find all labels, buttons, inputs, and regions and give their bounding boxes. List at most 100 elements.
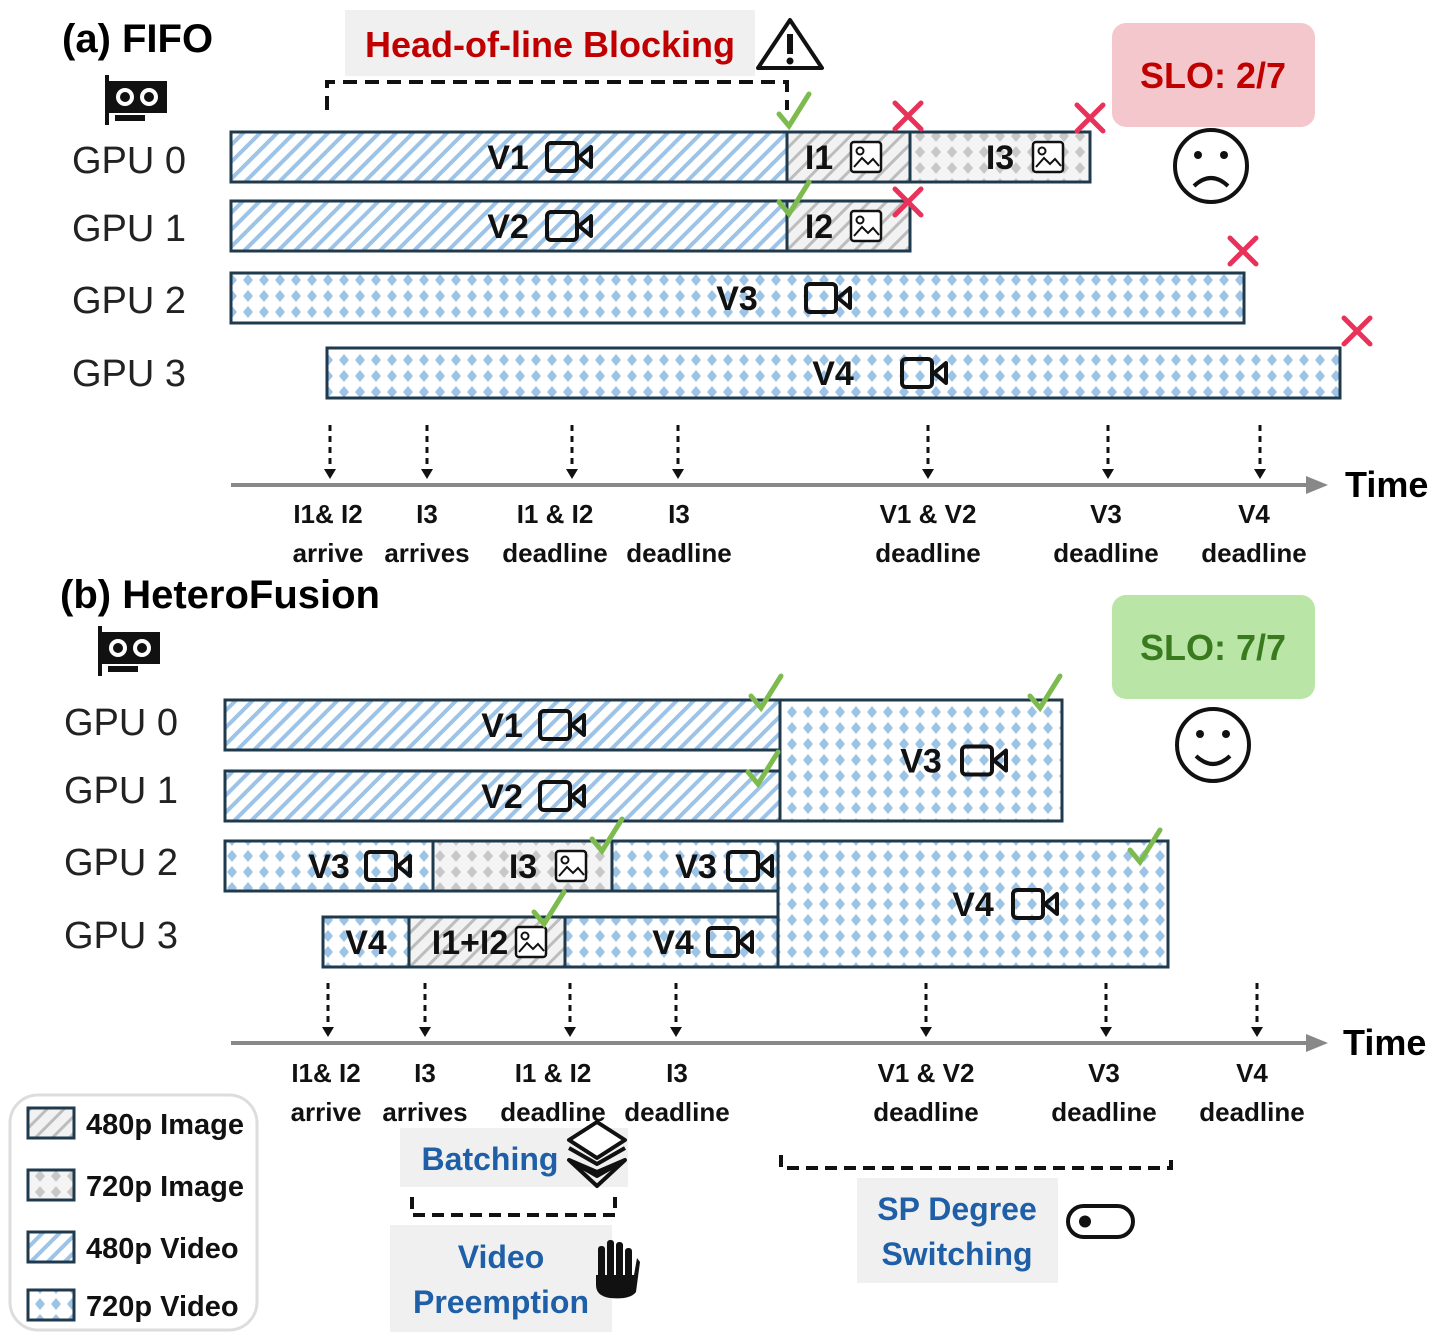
hand-stop-icon bbox=[596, 1240, 640, 1299]
event-arrow-icon bbox=[564, 1027, 576, 1037]
event-arrow-icon bbox=[1100, 1027, 1112, 1037]
image-icon bbox=[514, 925, 548, 959]
task-label: V4 bbox=[812, 355, 854, 393]
event-label: I3 bbox=[666, 1058, 688, 1088]
legend-label: 720p Video bbox=[86, 1291, 239, 1323]
video-camera-icon bbox=[804, 282, 852, 314]
cross-icon bbox=[892, 100, 924, 132]
gpu-label: GPU 2 bbox=[72, 280, 186, 322]
image-icon bbox=[849, 209, 883, 243]
event-label: V1 & V2 bbox=[880, 499, 977, 529]
legend-label: 480p Video bbox=[86, 1233, 239, 1265]
slo-badge-fifo bbox=[1112, 23, 1315, 127]
video-camera-icon bbox=[364, 850, 412, 882]
gpu-label: GPU 1 bbox=[72, 208, 186, 250]
gpu-label: GPU 0 bbox=[72, 140, 186, 182]
task-bar: V1 bbox=[223, 698, 782, 752]
check-icon bbox=[1127, 827, 1163, 867]
task-bar: V3 bbox=[610, 839, 780, 893]
legend-item: 480p Video bbox=[26, 1230, 239, 1265]
event-label: deadline bbox=[1051, 1097, 1156, 1127]
sp-label-2: Switching bbox=[881, 1236, 1032, 1272]
event-label: I1 & I2 bbox=[517, 499, 594, 529]
smile-face-icon bbox=[1175, 707, 1251, 783]
task-label: V1 bbox=[481, 707, 523, 745]
preemption-box bbox=[390, 1225, 612, 1332]
event-arrow-icon bbox=[419, 1027, 431, 1037]
event-label: I3 bbox=[668, 499, 690, 529]
task-bar: V1 bbox=[229, 130, 789, 184]
warning-icon bbox=[756, 18, 824, 70]
legend-swatch bbox=[26, 1168, 76, 1202]
event-arrow-icon bbox=[670, 1027, 682, 1037]
task-bar: V4 bbox=[776, 839, 1170, 969]
axis-label: Time bbox=[1345, 464, 1428, 505]
event-arrow-icon bbox=[324, 469, 336, 479]
event-arrow-icon bbox=[566, 469, 578, 479]
legend-item: 720p Video bbox=[26, 1288, 239, 1323]
event-label: arrives bbox=[382, 1097, 467, 1127]
event-label: deadline bbox=[1053, 538, 1158, 568]
legend-swatch bbox=[26, 1288, 76, 1322]
event-label: I1& I2 bbox=[293, 499, 362, 529]
layers-icon bbox=[567, 1120, 627, 1188]
task-label: V4 bbox=[345, 924, 387, 962]
check-icon bbox=[589, 816, 625, 856]
task-bar: I3 bbox=[431, 839, 614, 893]
event-label: deadline bbox=[624, 1097, 729, 1127]
task-label: I2 bbox=[805, 208, 833, 246]
task-label: V3 bbox=[308, 848, 350, 886]
sp-label-1: SP Degree bbox=[877, 1191, 1037, 1227]
hol-callout-text: Head-of-line Blocking bbox=[365, 24, 735, 65]
event-label: deadline bbox=[626, 538, 731, 568]
cross-icon bbox=[1074, 102, 1106, 134]
cross-icon bbox=[1341, 315, 1373, 347]
task-label: V3 bbox=[716, 280, 758, 318]
hol-callout-box bbox=[345, 10, 755, 76]
event-label: deadline bbox=[1201, 538, 1306, 568]
image-icon bbox=[849, 140, 883, 174]
task-bar: V4 bbox=[563, 915, 780, 969]
task-label: V2 bbox=[487, 208, 529, 246]
event-label: I1& I2 bbox=[291, 1058, 360, 1088]
event-label: arrives bbox=[384, 538, 469, 568]
task-label: V3 bbox=[675, 848, 717, 886]
task-label: V4 bbox=[952, 886, 994, 924]
image-icon bbox=[554, 849, 588, 883]
task-label: V1 bbox=[487, 139, 529, 177]
gpu-card-icon bbox=[105, 75, 167, 125]
event-arrow-icon bbox=[421, 469, 433, 479]
fifo-title: (a) FIFO bbox=[62, 17, 213, 61]
event-label: arrive bbox=[293, 538, 364, 568]
legend-item: 480p Image bbox=[26, 1106, 244, 1141]
event-arrow-icon bbox=[322, 1027, 334, 1037]
event-label: deadline bbox=[873, 1097, 978, 1127]
event-arrow-icon bbox=[1102, 469, 1114, 479]
axis-label: Time bbox=[1343, 1022, 1426, 1063]
event-arrow-icon bbox=[672, 469, 684, 479]
cross-icon bbox=[892, 186, 924, 218]
video-camera-icon bbox=[960, 744, 1008, 777]
video-camera-icon bbox=[538, 780, 586, 812]
preemption-label-2: Preemption bbox=[413, 1284, 589, 1320]
event-label: I3 bbox=[416, 499, 438, 529]
event-arrow-icon bbox=[1251, 1027, 1263, 1037]
batching-label: Batching bbox=[422, 1141, 559, 1177]
video-camera-icon bbox=[545, 210, 593, 242]
event-arrow-icon bbox=[1254, 469, 1266, 479]
event-label: deadline bbox=[502, 538, 607, 568]
gpu-label: GPU 1 bbox=[64, 770, 178, 812]
task-label: I1+I2 bbox=[432, 924, 509, 962]
slo-text-fifo: SLO: 2/7 bbox=[1140, 55, 1286, 96]
legend-label: 720p Image bbox=[86, 1171, 244, 1203]
sad-face-icon bbox=[1173, 128, 1249, 204]
event-label: deadline bbox=[875, 538, 980, 568]
event-label: V4 bbox=[1236, 1058, 1268, 1088]
batching-bracket bbox=[410, 1197, 617, 1217]
sp-switching-box bbox=[857, 1178, 1058, 1283]
event-label: V1 & V2 bbox=[878, 1058, 975, 1088]
task-label: I1 bbox=[805, 139, 833, 177]
gpu-card-icon bbox=[98, 626, 160, 676]
gpu-label: GPU 3 bbox=[72, 353, 186, 395]
